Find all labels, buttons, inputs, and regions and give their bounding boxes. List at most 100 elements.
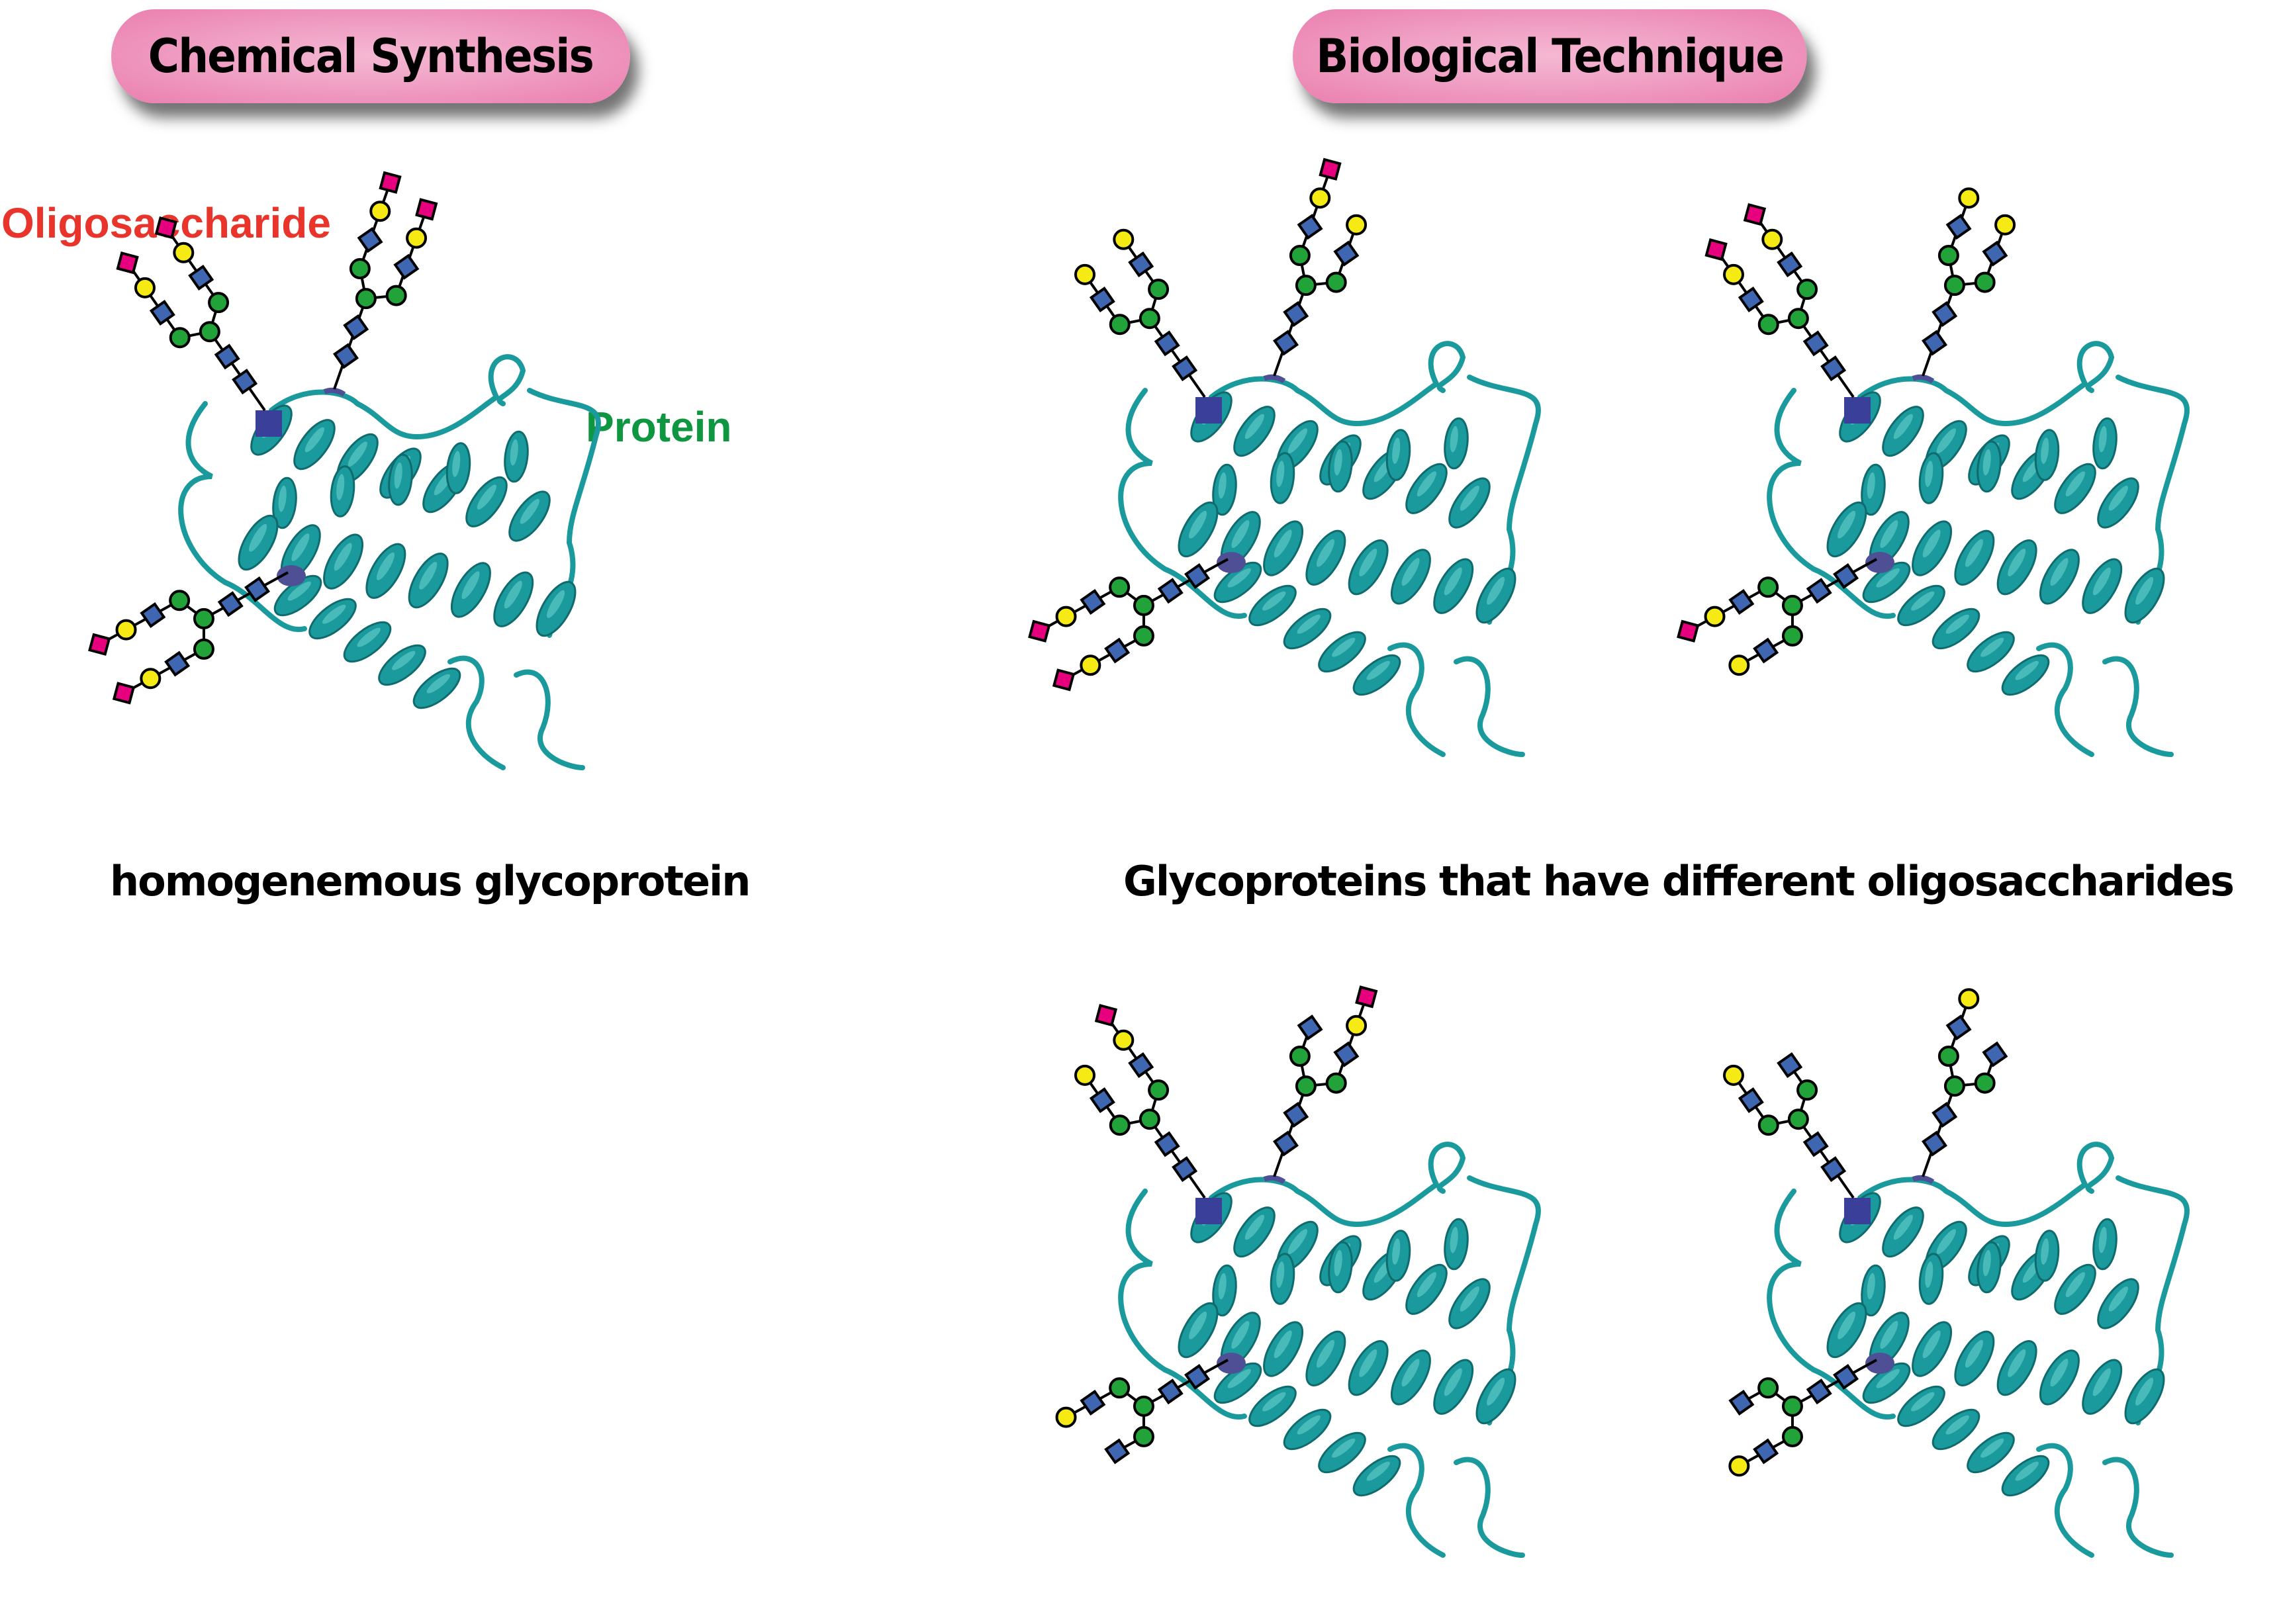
mannose-circle — [1974, 1072, 1996, 1094]
glcnac-square — [1154, 1131, 1180, 1157]
helix-highlight — [1401, 558, 1420, 586]
glycosylation-site — [1263, 374, 1286, 384]
helix-highlight — [419, 561, 438, 590]
galactose-circle — [1728, 654, 1750, 676]
helix-highlight — [348, 441, 367, 467]
helix-highlight — [392, 651, 416, 670]
glcnac-square — [1128, 251, 1154, 277]
mannose-circle — [1781, 1425, 1803, 1447]
alpha-helix — [1862, 561, 2050, 696]
protein-loop — [1857, 1142, 2115, 1228]
glcnac-square — [1089, 287, 1115, 313]
helix-highlight — [334, 543, 352, 571]
mannose-circle — [1796, 279, 1818, 300]
glcnac-square — [1932, 1102, 1958, 1128]
protein-loop — [2036, 1443, 2094, 1558]
galactose-circle — [1113, 1029, 1135, 1051]
protein-ribbon — [1118, 341, 1541, 757]
protein-ribbon — [1118, 1142, 1541, 1558]
mannose-circle — [1787, 1108, 1809, 1130]
helix-highlight — [426, 674, 450, 694]
helix-highlight — [2050, 1359, 2069, 1387]
mannose-circle — [1139, 308, 1160, 330]
glcnac-square — [1833, 563, 1859, 590]
glcnac-square — [1104, 637, 1131, 664]
glycoprotein-illustration — [88, 171, 601, 770]
helix-highlight — [1366, 1461, 1390, 1481]
helix-highlight — [287, 581, 311, 601]
glcnac-square — [217, 591, 244, 617]
helix-highlight — [2065, 1272, 2085, 1298]
glcnac-square — [1806, 1378, 1832, 1405]
glcnac-square — [1080, 1389, 1106, 1416]
helix-highlight — [1838, 1311, 1856, 1339]
helix-highlight — [336, 474, 345, 500]
glcnac-square — [1945, 214, 1972, 240]
helix-highlight — [1231, 1321, 1250, 1349]
glcnac-square — [1922, 1130, 1948, 1157]
glcnac-square — [1777, 1052, 1803, 1078]
glycan-upper-right — [1922, 187, 2016, 377]
glycosylation-site — [1912, 1175, 1935, 1185]
galactose-circle — [1994, 214, 2016, 236]
sialic-acid-diamond — [1052, 668, 1076, 692]
mannose-circle — [1757, 1377, 1779, 1399]
glcnac-square — [140, 602, 166, 628]
glycoprotein-illustration — [1028, 158, 1541, 757]
galactose-circle — [1309, 187, 1331, 209]
helix-highlight — [376, 552, 395, 580]
galactose-circle — [1722, 263, 1744, 285]
sialic-acid-diamond — [116, 251, 139, 275]
mannose-circle — [1796, 1079, 1818, 1101]
glycan-upper-left — [1074, 1003, 1206, 1199]
helix-highlight — [1274, 1330, 1292, 1359]
mannose-circle — [1325, 1072, 1347, 1094]
galactose-circle — [173, 242, 195, 263]
glcnac-square — [244, 576, 271, 603]
helix-highlight — [1965, 1339, 1983, 1368]
galactose-circle — [1074, 1064, 1095, 1086]
sialic-acid-diamond — [1028, 619, 1051, 643]
helix-highlight — [1332, 1438, 1356, 1458]
helix-highlight — [1876, 568, 1900, 588]
mannose-circle — [1781, 594, 1803, 616]
sialic-acid-diamond — [1355, 985, 1378, 1009]
galactose-circle — [1074, 263, 1095, 285]
galactose-circle — [1346, 214, 1368, 236]
galactose-circle — [1055, 606, 1077, 627]
helix-highlight — [1936, 428, 1956, 454]
helix-highlight — [1838, 510, 1856, 539]
helix-highlight — [2041, 437, 2049, 464]
galactose-circle — [1761, 228, 1783, 250]
helix-highlight — [2098, 1226, 2107, 1253]
mannose-circle — [1289, 245, 1311, 267]
mannose-circle — [1781, 1395, 1803, 1417]
helix-highlight — [1487, 1377, 1505, 1406]
galactose-circle — [1958, 988, 1980, 1010]
protein-loop — [1767, 1189, 1896, 1420]
sialic-acid-diamond — [415, 198, 438, 221]
helix-highlight — [1417, 1272, 1436, 1298]
glcnac-square — [1089, 1087, 1115, 1114]
protein-loop — [1118, 1189, 1247, 1420]
protein-loop — [1454, 1457, 1525, 1558]
helix-highlight — [1231, 520, 1250, 549]
alpha-helix — [1826, 501, 2165, 624]
helix-highlight — [1922, 1330, 1941, 1359]
chemical-synthesis-title: Chemical Synthesis — [148, 29, 594, 83]
mannose-circle — [1325, 271, 1347, 293]
helix-highlight — [2092, 1368, 2111, 1396]
helix-highlight — [2092, 567, 2111, 596]
glycosylation-site — [1263, 1175, 1286, 1185]
biological-technique-title: Biological Technique — [1316, 29, 1785, 83]
helix-highlight — [1982, 449, 1991, 476]
helix-highlight — [1867, 1273, 1875, 1300]
alpha-helix — [1213, 561, 1401, 696]
glcnac-square — [1172, 355, 1198, 382]
glycan-lower — [1728, 1359, 1877, 1477]
helix-highlight — [1218, 472, 1227, 499]
helix-highlight — [1893, 414, 1913, 439]
glcnac-square — [1922, 330, 1948, 356]
helix-highlight — [520, 498, 539, 524]
helix-highlight — [1982, 1249, 1991, 1277]
